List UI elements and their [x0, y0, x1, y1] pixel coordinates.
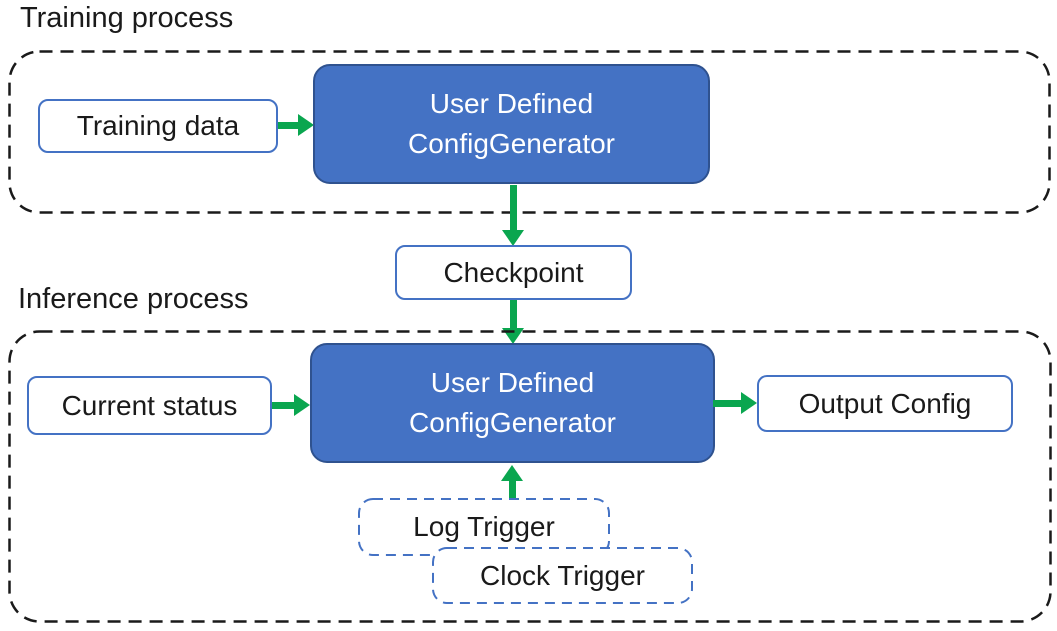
training-data-box: Training data [38, 99, 278, 153]
dashed-border-rect [8, 330, 1052, 623]
arrow-head [502, 230, 524, 246]
arrow-shaft [278, 122, 299, 129]
arrow-shaft [713, 400, 742, 407]
current-status-box: Current status [27, 376, 272, 435]
arrow-shaft [509, 480, 516, 498]
arrow-shaft [272, 402, 295, 409]
generator-label-line2: ConfigGenerator [408, 407, 616, 438]
generator-label-line1: User Defined [429, 88, 594, 119]
generator-label-line1: User Defined [430, 367, 595, 398]
arrow-current-status-to-generator [272, 394, 310, 416]
dashed-border-rect [432, 547, 693, 604]
output-config-box: Output Config [757, 375, 1013, 432]
arrow-head [741, 392, 757, 414]
arrow-head [294, 394, 310, 416]
log-trigger-label: Log Trigger [413, 511, 555, 542]
dashed-border-rect [8, 50, 1051, 214]
training-process-container [8, 50, 1051, 214]
clock-trigger-label: Clock Trigger [480, 559, 645, 591]
user-defined-configgenerator-box-inference: User Defined ConfigGenerator [310, 343, 715, 463]
arrow-shaft [510, 300, 517, 329]
arrow-training-data-to-generator [278, 114, 314, 136]
checkpoint-box: Checkpoint [395, 245, 632, 300]
clock-trigger-box: Clock Trigger [432, 547, 693, 604]
inference-process-container [8, 330, 1052, 623]
user-defined-configgenerator-box-training: User Defined ConfigGenerator [313, 64, 710, 184]
arrow-generator-to-checkpoint [502, 185, 524, 246]
arrow-generator-to-output-config [713, 392, 757, 414]
log-trigger-box: Log Trigger [358, 498, 610, 556]
inference-process-label: Inference process [18, 283, 249, 315]
generator-label-line2: ConfigGenerator [407, 128, 615, 159]
arrow-shaft [510, 185, 517, 231]
arrow-head [501, 465, 523, 481]
arrow-triggers-to-generator [501, 465, 523, 498]
training-process-label: Training process [20, 2, 234, 34]
dashed-border-rect [358, 498, 610, 556]
arrow-head [298, 114, 314, 136]
